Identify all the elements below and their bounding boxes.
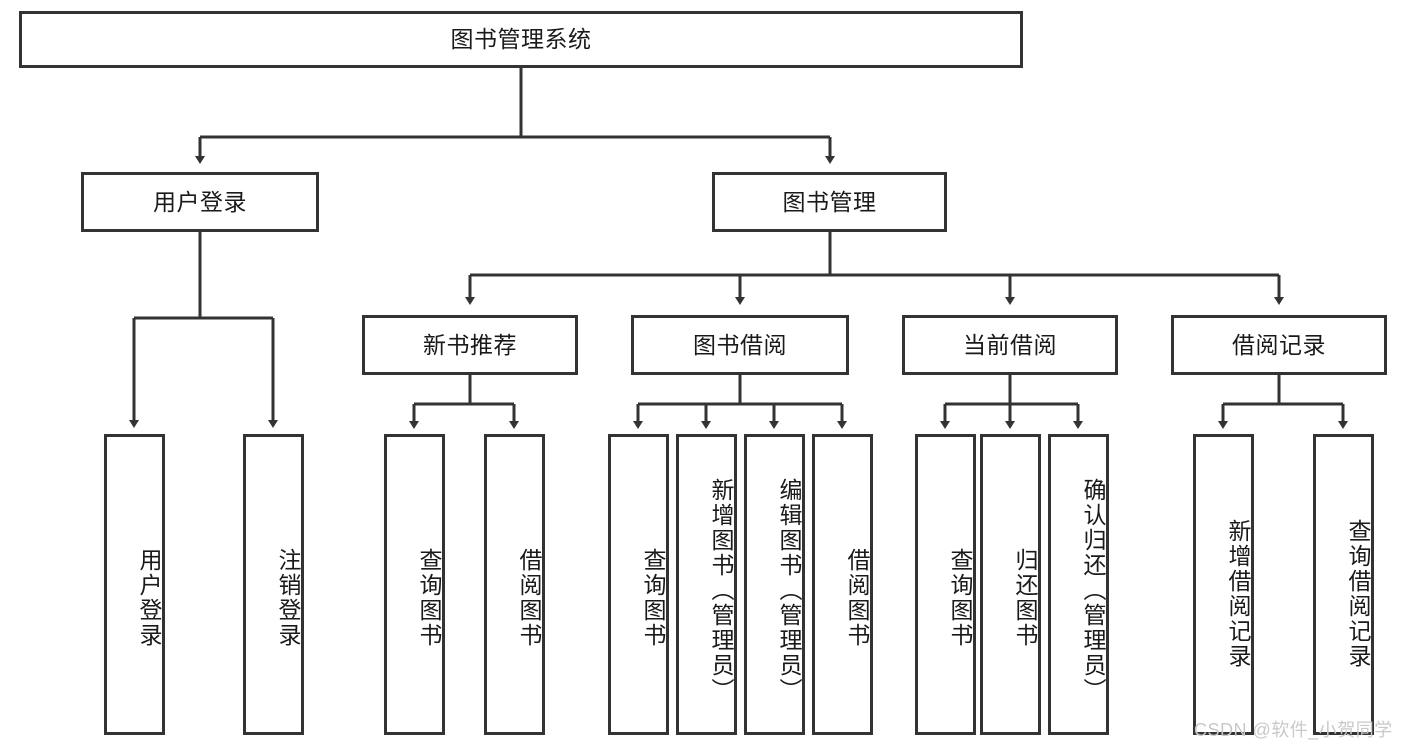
node-leaf-logout-login-label: 注销登录 <box>275 547 301 648</box>
node-leaf-query-book-1-label: 查询图书 <box>416 547 442 648</box>
node-leaf-query-book-3-label: 查询图书 <box>947 547 973 648</box>
node-leaf-confirm-return-admin[interactable]: 确认归还（管理员） <box>1048 434 1109 735</box>
node-current-borrow-label: 当前借阅 <box>963 331 1057 358</box>
node-book-borrow-label: 图书借阅 <box>693 331 787 358</box>
node-borrow-record-label: 借阅记录 <box>1232 331 1326 358</box>
node-book-management[interactable]: 图书管理 <box>712 172 947 232</box>
node-user-login-label: 用户登录 <box>153 188 247 215</box>
node-root-label: 图书管理系统 <box>450 26 592 53</box>
node-book-management-label: 图书管理 <box>782 188 877 215</box>
node-leaf-add-borrow-record[interactable]: 新增借阅记录 <box>1193 434 1254 735</box>
node-leaf-borrow-book-2[interactable]: 借阅图书 <box>812 434 873 735</box>
node-leaf-query-borrow-record-label: 查询借阅记录 <box>1345 518 1371 669</box>
node-leaf-edit-book-admin[interactable]: 编辑图书（管理员） <box>744 434 805 735</box>
node-borrow-record[interactable]: 借阅记录 <box>1171 315 1387 375</box>
node-leaf-return-book-label: 归还图书 <box>1012 547 1038 648</box>
node-root[interactable]: 图书管理系统 <box>19 11 1023 68</box>
node-leaf-add-book-admin-label: 新增图书（管理员） <box>708 478 734 703</box>
node-book-borrow[interactable]: 图书借阅 <box>631 315 849 375</box>
node-leaf-user-login[interactable]: 用户登录 <box>104 434 165 735</box>
node-leaf-edit-book-admin-label: 编辑图书（管理员） <box>776 478 802 703</box>
node-leaf-confirm-return-admin-label: 确认归还（管理员） <box>1080 478 1106 703</box>
node-user-login[interactable]: 用户登录 <box>81 172 319 232</box>
watermark-text: CSDN @软件_小贺同学 <box>1194 720 1393 740</box>
node-current-borrow[interactable]: 当前借阅 <box>902 315 1118 375</box>
node-new-book-recommend-label: 新书推荐 <box>423 331 517 358</box>
node-leaf-user-login-label: 用户登录 <box>136 547 162 648</box>
node-leaf-query-book-2-label: 查询图书 <box>640 547 666 648</box>
node-leaf-add-borrow-record-label: 新增借阅记录 <box>1225 518 1251 669</box>
node-new-book-recommend[interactable]: 新书推荐 <box>362 315 578 375</box>
node-leaf-query-borrow-record[interactable]: 查询借阅记录 <box>1313 434 1374 735</box>
node-leaf-logout-login[interactable]: 注销登录 <box>243 434 304 735</box>
node-leaf-query-book-1[interactable]: 查询图书 <box>384 434 445 735</box>
node-leaf-borrow-book-2-label: 借阅图书 <box>844 547 870 648</box>
node-leaf-borrow-book-1-label: 借阅图书 <box>516 547 542 648</box>
node-leaf-add-book-admin[interactable]: 新增图书（管理员） <box>676 434 737 735</box>
node-leaf-return-book[interactable]: 归还图书 <box>980 434 1041 735</box>
node-leaf-query-book-2[interactable]: 查询图书 <box>608 434 669 735</box>
node-leaf-borrow-book-1[interactable]: 借阅图书 <box>484 434 545 735</box>
node-leaf-query-book-3[interactable]: 查询图书 <box>915 434 976 735</box>
